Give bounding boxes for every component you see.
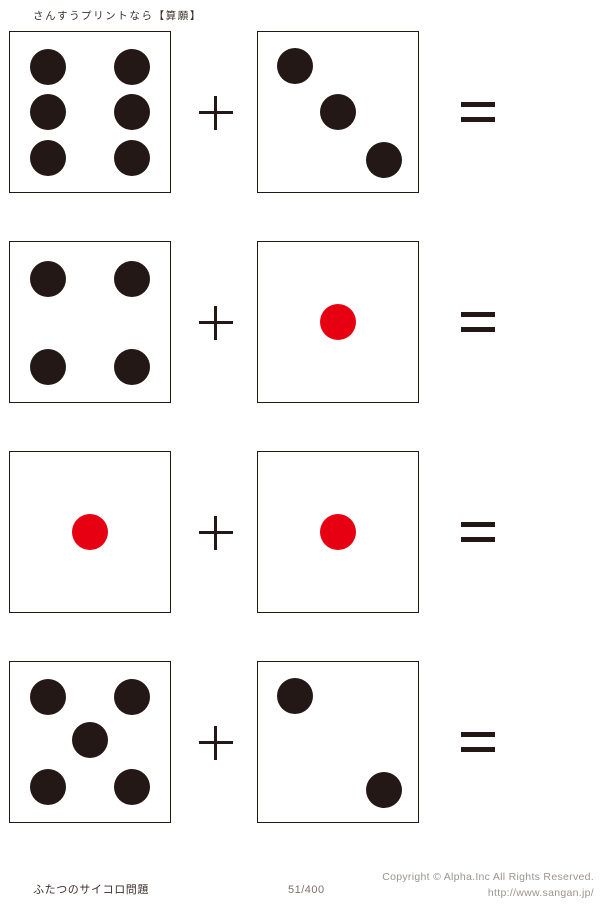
die-left: [9, 241, 171, 403]
die-pip: [320, 514, 356, 550]
die-right: [257, 31, 419, 193]
copyright-notice: Copyright © Alpha.Inc All Rights Reserve…: [382, 871, 594, 883]
die-pip: [30, 140, 67, 177]
die-pip: [113, 140, 150, 177]
die-right: [257, 241, 419, 403]
die-right: [257, 451, 419, 613]
die-pip: [276, 47, 313, 84]
equals-bar-top: [461, 522, 495, 527]
equals-bar-bottom: [461, 747, 495, 752]
die-pip: [320, 94, 356, 130]
die-pip: [113, 49, 150, 86]
problem-list: [0, 31, 600, 871]
die-pip: [366, 772, 403, 808]
equals-bar-top: [461, 102, 495, 107]
die-pip: [30, 49, 67, 86]
die-pip: [30, 768, 67, 805]
page-number: 51/400: [288, 884, 325, 896]
die-pip: [113, 348, 150, 385]
die-pip: [30, 94, 67, 130]
equals-bar-bottom: [461, 537, 495, 542]
die-pip: [30, 260, 67, 297]
die-left: [9, 451, 171, 613]
equals-operator-icon: [461, 309, 495, 335]
plus-operator-icon: [199, 726, 233, 760]
plus-operator-icon: [199, 516, 233, 550]
problem-row: [0, 661, 600, 825]
page-title: さんすうプリントなら【算願】: [33, 10, 202, 22]
equals-bar-top: [461, 312, 495, 317]
worksheet-topic: ふたつのサイコロ問題: [33, 884, 149, 896]
die-pip: [113, 768, 150, 805]
die-pip: [30, 679, 67, 716]
equals-bar-bottom: [461, 117, 495, 122]
problem-row: [0, 241, 600, 405]
die-pip: [113, 679, 150, 716]
page-footer: ふたつのサイコロ問題 51/400 Copyright © Alpha.Inc …: [0, 859, 600, 907]
problem-row: [0, 451, 600, 615]
die-pip: [113, 94, 150, 130]
equals-operator-icon: [461, 729, 495, 755]
equals-operator-icon: [461, 519, 495, 545]
die-pip: [276, 677, 313, 714]
die-right: [257, 661, 419, 823]
die-pip: [72, 514, 108, 550]
die-pip: [72, 722, 108, 759]
equals-bar-top: [461, 732, 495, 737]
site-url: http://www.sangan.jp/: [487, 887, 594, 899]
plus-operator-icon: [199, 306, 233, 340]
equals-bar-bottom: [461, 327, 495, 332]
die-left: [9, 661, 171, 823]
problem-row: [0, 31, 600, 195]
die-pip: [366, 142, 403, 178]
die-pip: [320, 304, 356, 340]
plus-operator-icon: [199, 96, 233, 130]
equals-operator-icon: [461, 99, 495, 125]
die-pip: [113, 260, 150, 297]
die-pip: [30, 348, 67, 385]
die-left: [9, 31, 171, 193]
